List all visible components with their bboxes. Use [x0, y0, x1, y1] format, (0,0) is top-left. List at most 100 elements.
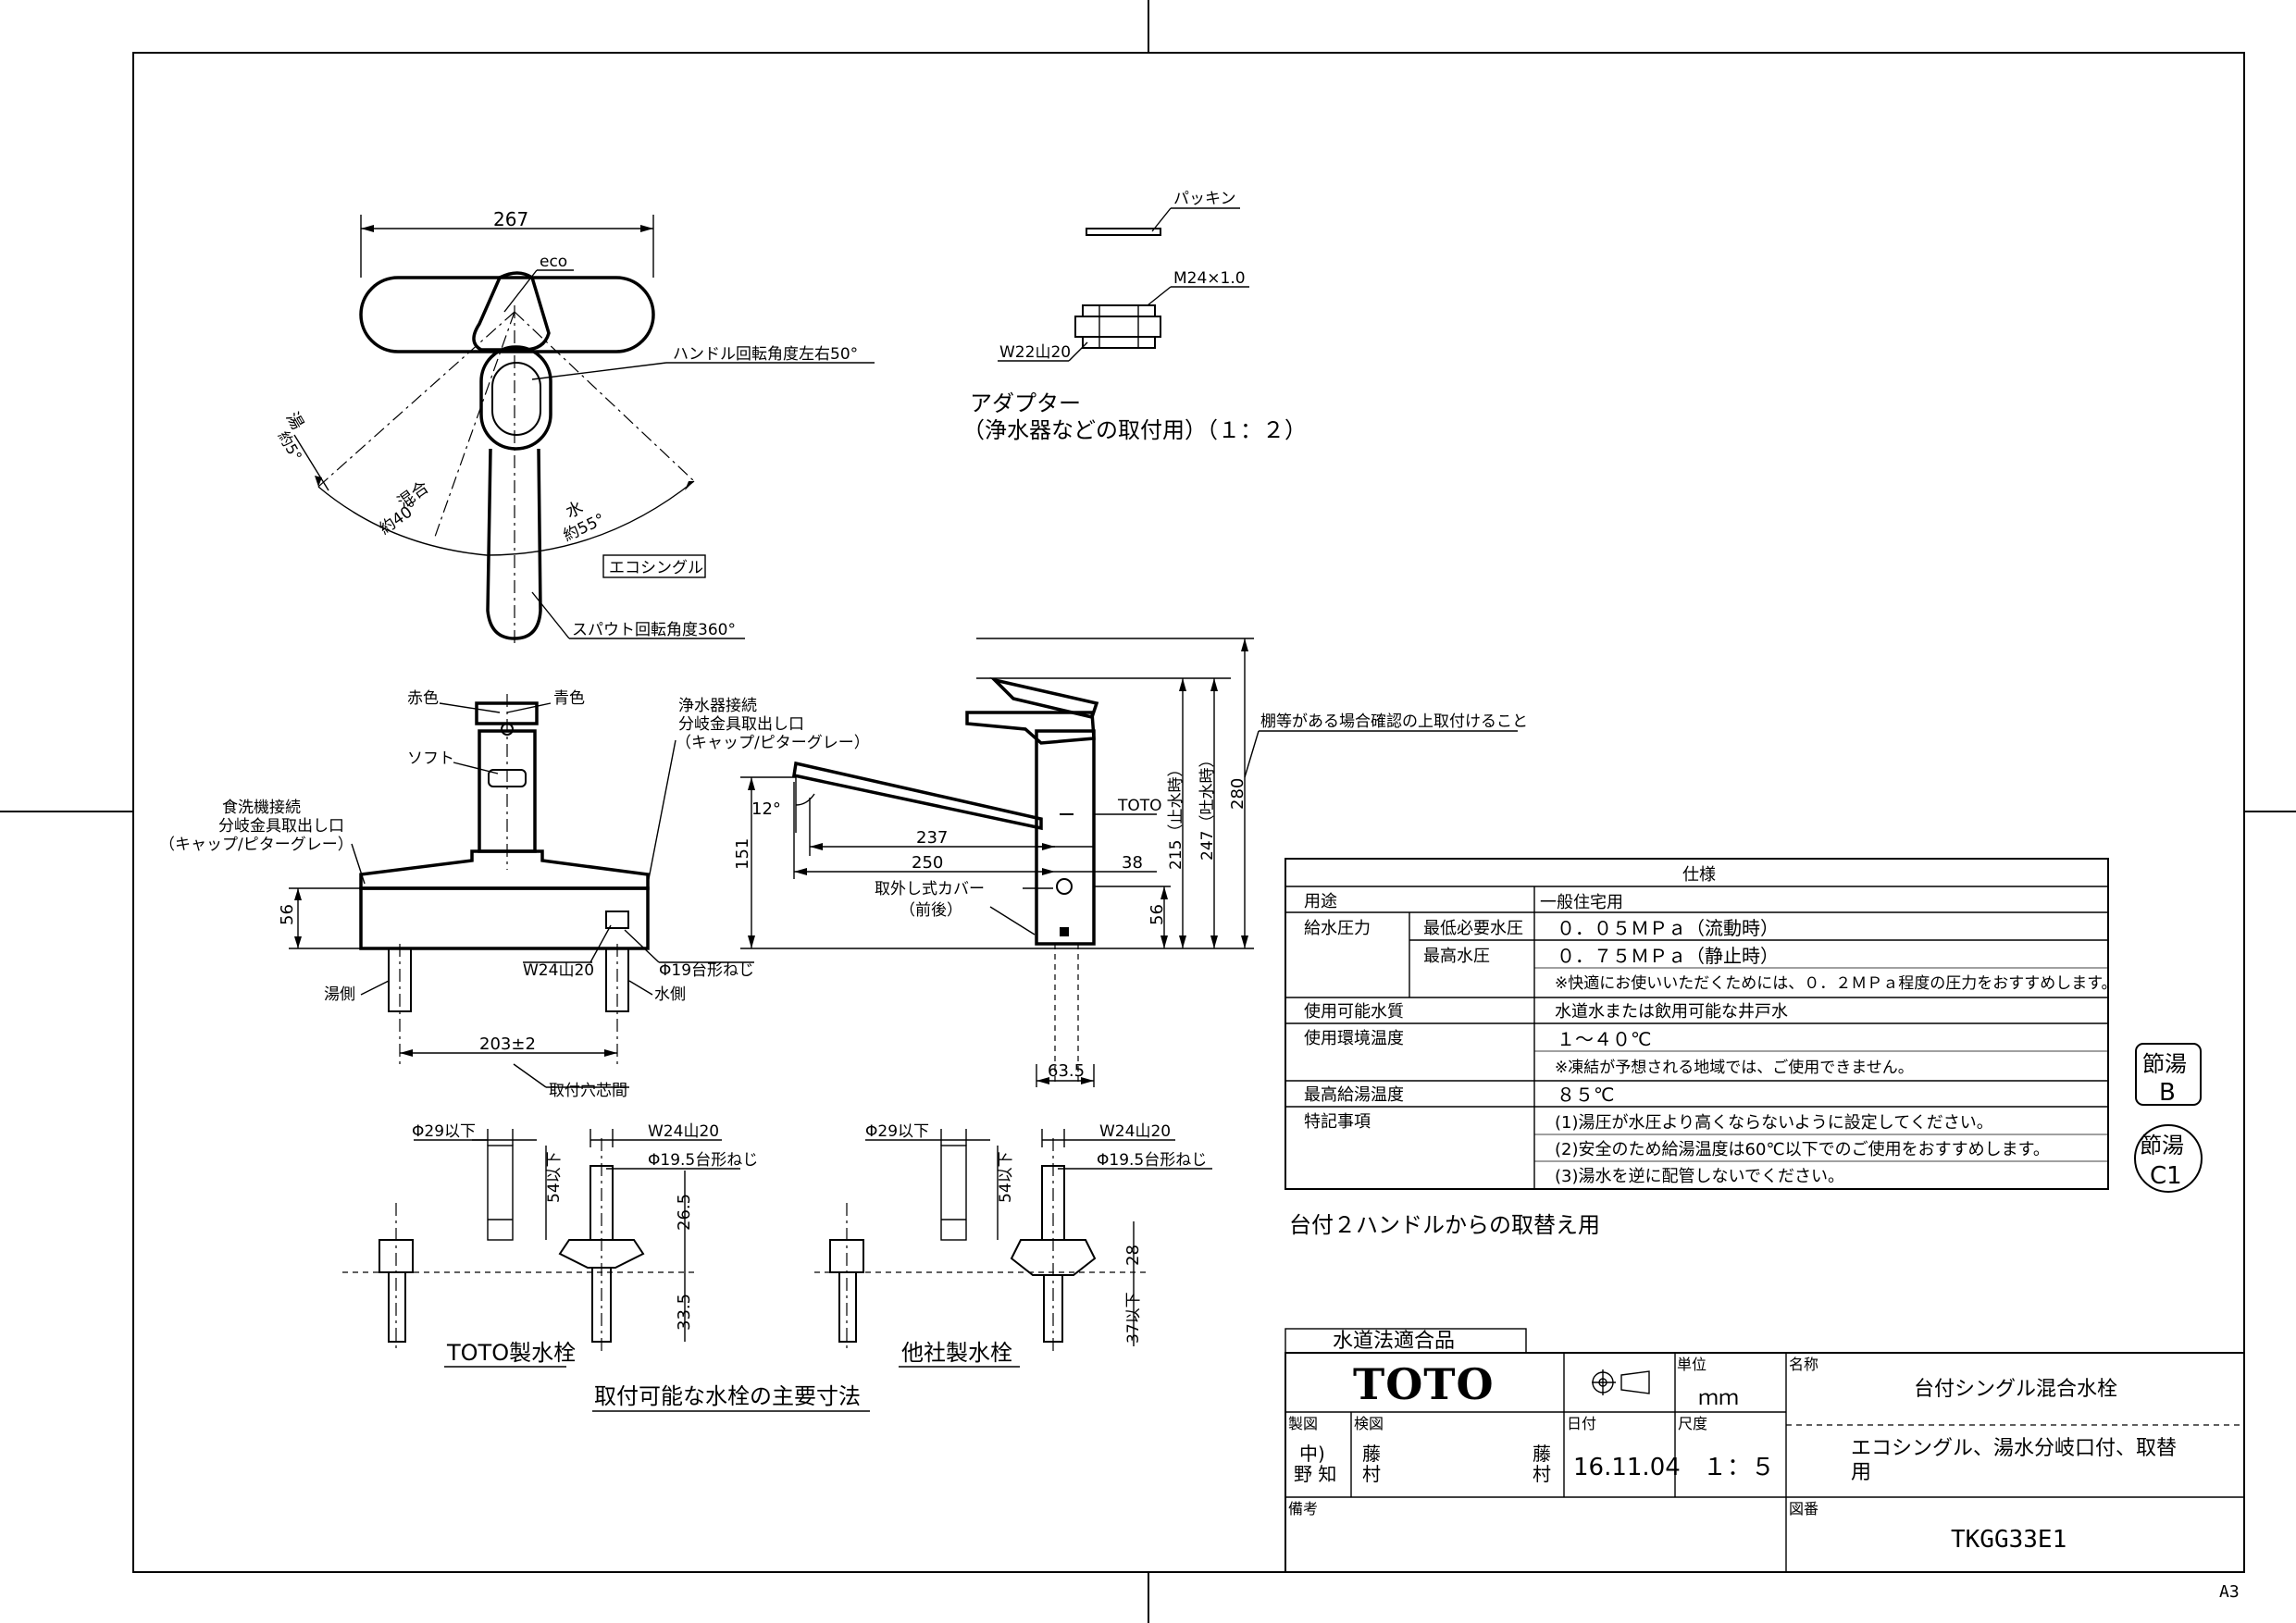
- toto-d26-5: 26.5: [675, 1194, 694, 1231]
- side-view: 215（止水時） 247（吐水時） 280 棚等がある場合確認の上取付けること …: [733, 638, 1528, 1087]
- eco-single-label: エコシングル: [609, 559, 703, 577]
- front-view: 青色 赤色 ソフト 浄水器接続 分岐金具取出し口 （キャップ/ピターグレー） 食…: [159, 689, 870, 1100]
- spec-label-4: 使用可能水質: [1304, 1002, 1404, 1022]
- spec-label-5: 使用環境温度: [1304, 1029, 1404, 1048]
- toto-d54: 54以下: [545, 1151, 564, 1203]
- badge-c1-bottom: C1: [2150, 1162, 2182, 1190]
- purifier-label-1: 浄水器接続: [678, 697, 757, 715]
- checked-value-1: 藤: [1362, 1443, 1381, 1465]
- badge-c1-top: 節湯: [2140, 1133, 2184, 1158]
- dim-38: 38: [1122, 853, 1143, 873]
- spec-label-1: 給水圧力: [1304, 919, 1371, 938]
- spec-note: 台付２ハンドルからの取替え用: [1289, 1212, 1600, 1238]
- spec-sub-2: 最高水圧: [1423, 947, 1490, 966]
- other-d54: 54以下: [997, 1151, 1015, 1203]
- tap-detail-toto: Φ29以下 W24山20 Φ19.5台形ねじ 54以下 26.5 33.5 TO…: [342, 1122, 758, 1368]
- description-1: エコシングル、湯水分岐口付、取替: [1851, 1437, 2177, 1460]
- toto-phi195: Φ19.5台形ねじ: [648, 1151, 758, 1170]
- spec-value-0: 一般住宅用: [1540, 893, 1623, 912]
- dim-250: 250: [912, 853, 943, 873]
- tap-detail-other: Φ29以下 W24山20 Φ19.5台形ねじ 54以下 28 37以下 他社製水…: [814, 1122, 1212, 1368]
- spec-value-4: 水道水または飲用可能な井戸水: [1555, 1002, 1788, 1022]
- drawn-value-1: 中): [1299, 1443, 1325, 1465]
- spec-value-10: (3)湯水を逆に配管しないでください。: [1555, 1167, 1844, 1186]
- description-2: 用: [1851, 1461, 1871, 1484]
- spec-value-5: １～４０℃: [1557, 1028, 1651, 1050]
- badge-setsuyu-b: 節湯 B: [2135, 1043, 2202, 1107]
- cover-label-1: 取外し式カバー: [875, 880, 985, 898]
- other-d28: 28: [1123, 1245, 1143, 1266]
- drawing-no-label: 図番: [1789, 1500, 1818, 1518]
- taps-section-caption: 取付可能な水栓の主要寸法: [594, 1383, 861, 1409]
- other-d37: 37以下: [1124, 1292, 1143, 1344]
- adapter-thread: M24×1.0: [1173, 269, 1246, 288]
- toto-w24: W24山20: [648, 1122, 719, 1141]
- dim-247: 247（吐水時）: [1198, 752, 1217, 861]
- spec-sub-1: 最低必要水圧: [1423, 919, 1523, 938]
- scale-value: １：５: [1703, 1454, 1775, 1481]
- toto-mark: TOTO: [1117, 797, 1162, 815]
- soft-label: ソフト: [407, 750, 454, 768]
- spec-value-2: ０．７５ＭＰａ（静止時）: [1557, 945, 1779, 967]
- dim-237: 237: [916, 828, 948, 848]
- spec-value-7: ８５℃: [1557, 1084, 1614, 1106]
- water-law-label: 水道法適合品: [1333, 1330, 1455, 1353]
- shelf-note: 棚等がある場合確認の上取付けること: [1260, 712, 1528, 731]
- top-view: 267 湯 約5° 混合 約40° 水 約55° eco ハンドル回転角度左右5…: [275, 208, 875, 648]
- remarks-label: 備考: [1288, 1500, 1318, 1518]
- first-angle-projection-icon: [1592, 1369, 1650, 1395]
- dim-151: 151: [733, 838, 752, 870]
- dishwasher-label-2: 分岐金具取出し口: [218, 817, 344, 836]
- drawn-value-2: 野 知: [1294, 1463, 1336, 1485]
- dim-front-56: 56: [278, 904, 297, 925]
- toto-logo: TOTO: [1353, 1359, 1495, 1409]
- pitch-label: 取付穴芯間: [549, 1082, 627, 1100]
- checked-value-2: 村: [1362, 1463, 1381, 1485]
- blue-label: 青色: [553, 689, 585, 708]
- hot-side-label: 湯側: [324, 985, 355, 1004]
- red-label: 赤色: [407, 689, 439, 708]
- spec-value-3: ※快適にお使いいただくためには、０．２ＭＰａ程度の圧力をおすすめします。: [1555, 973, 2117, 993]
- adapter-detail: パッキン M24×1.0 W22山20 アダプター （浄水器などの取付用）（１：…: [962, 190, 1307, 443]
- handle-lever: [359, 276, 655, 353]
- phi19-label: Φ19台形ねじ: [659, 961, 754, 980]
- w24-label: W24山20: [523, 961, 594, 980]
- spout-rotation-note: スパウト回転角度360°: [572, 621, 736, 639]
- spec-label-8: 特記事項: [1304, 1112, 1371, 1132]
- spec-label-0: 用途: [1304, 892, 1337, 911]
- title-block: 水道法適合品 TOTO 単位 ｍｍ 名称 台付シングル混合水栓 製図 中) 野 …: [1285, 1328, 2245, 1573]
- date-label: 日付: [1567, 1415, 1596, 1432]
- hot-angle: 約5°: [275, 428, 306, 465]
- dim-280: 280: [1228, 778, 1247, 810]
- spec-value-9: (2)安全のため給湯温度は60℃以下でのご使用をおすすめします。: [1555, 1140, 2050, 1159]
- spec-table: 仕様 用途 一般住宅用 給水圧力 最低必要水圧 ０．０５ＭＰａ（流動時） 最高水…: [1285, 858, 2117, 1190]
- handle-rotation-note: ハンドル回転角度左右50°: [673, 345, 858, 364]
- unit-label: 単位: [1677, 1356, 1706, 1373]
- toto-caption: TOTO製水栓: [446, 1340, 576, 1366]
- toto-d33-5: 33.5: [675, 1294, 694, 1331]
- sheet-size: A3: [2219, 1582, 2240, 1602]
- other-phi195: Φ19.5台形ねじ: [1097, 1151, 1207, 1170]
- adapter-w22: W22山20: [999, 343, 1071, 362]
- spec-value-1: ０．０５ＭＰａ（流動時）: [1557, 917, 1779, 939]
- other-w24: W24山20: [1099, 1122, 1171, 1141]
- other-phi29: Φ29以下: [865, 1122, 929, 1141]
- adapter-title: アダプター: [970, 390, 1081, 416]
- dim-side-56: 56: [1148, 904, 1167, 925]
- approved-value-1: 藤: [1533, 1443, 1551, 1465]
- badge-b-top: 節湯: [2142, 1051, 2187, 1077]
- dishwasher-label-3: （キャップ/ピターグレー）: [159, 836, 354, 854]
- date-value: 16.11.04: [1573, 1454, 1681, 1481]
- toto-phi29: Φ29以下: [412, 1122, 476, 1141]
- dim-width-267: 267: [493, 208, 528, 230]
- approved-value-2: 村: [1533, 1463, 1551, 1485]
- dim-215: 215（止水時）: [1167, 762, 1185, 870]
- purifier-label-2: 分岐金具取出し口: [678, 715, 804, 734]
- scale-label: 尺度: [1678, 1415, 1707, 1432]
- eco-single-box: [602, 554, 706, 578]
- checked-label: 検図: [1354, 1415, 1384, 1432]
- cold-side-label: 水側: [654, 985, 686, 1004]
- packing-label: パッキン: [1173, 190, 1236, 208]
- drawing-number: TKGG33E1: [1951, 1526, 2066, 1554]
- dim-pitch: 203±2: [479, 1035, 536, 1054]
